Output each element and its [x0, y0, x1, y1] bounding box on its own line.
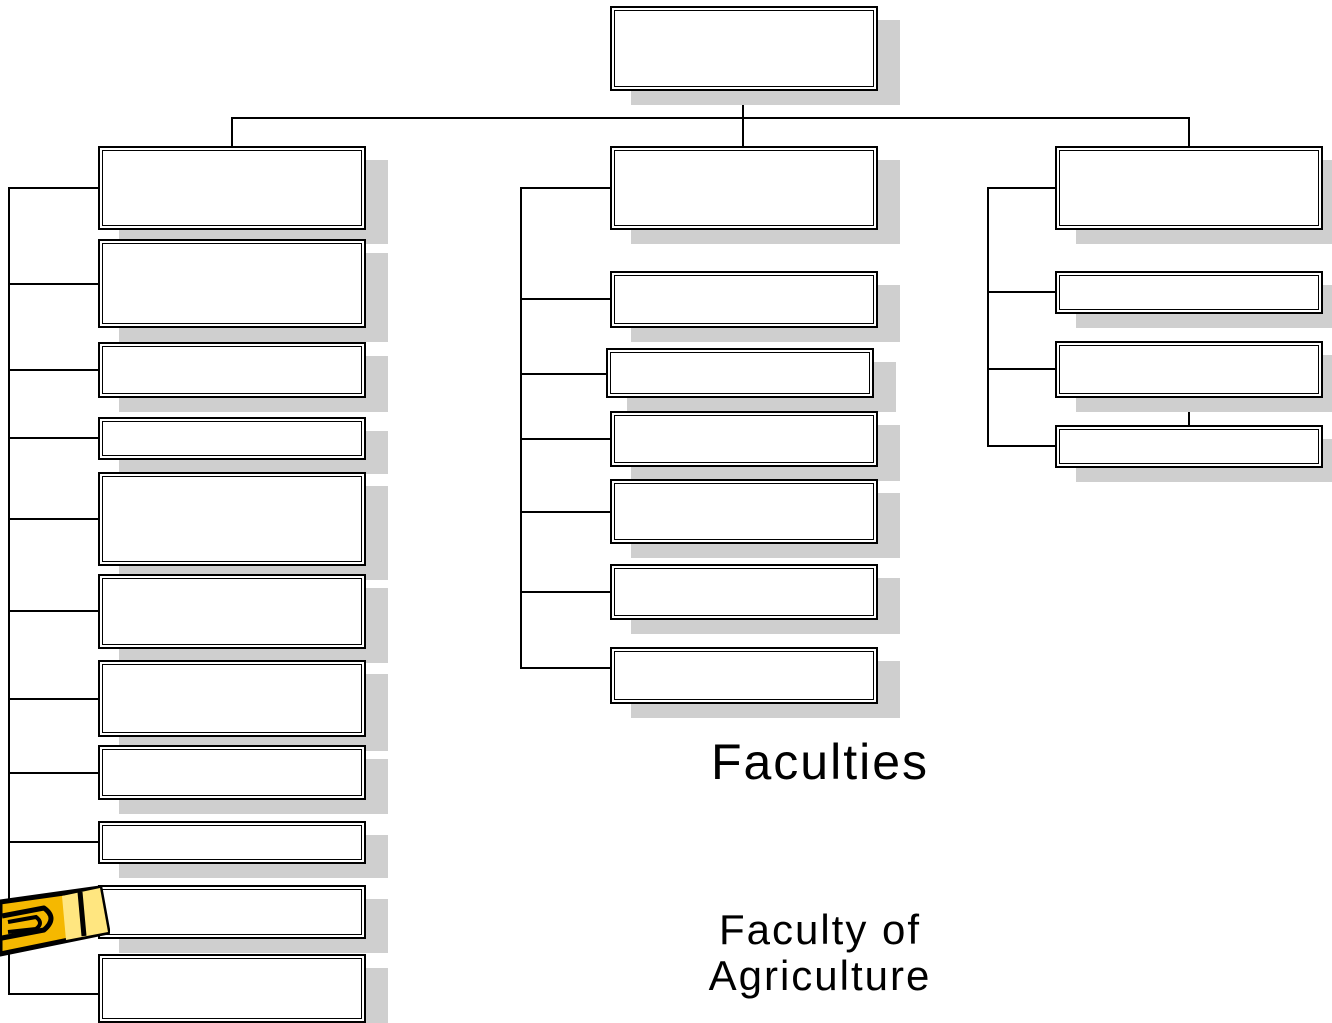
node — [98, 472, 366, 566]
node — [98, 954, 366, 1023]
node — [98, 342, 366, 398]
connector — [520, 187, 522, 669]
node — [98, 885, 366, 939]
node — [610, 647, 878, 704]
connector — [8, 437, 100, 439]
connector — [520, 373, 608, 375]
node — [98, 821, 366, 864]
connector — [520, 511, 612, 513]
node — [610, 564, 878, 620]
node — [98, 146, 366, 230]
connector — [987, 187, 989, 447]
node — [98, 239, 366, 328]
node — [1055, 271, 1323, 314]
connector — [231, 117, 1190, 119]
connector — [231, 117, 233, 147]
connector — [987, 368, 1057, 370]
connector — [987, 445, 1057, 447]
subheading-line-1: Faculty of — [718, 906, 922, 953]
connector — [8, 772, 100, 774]
pencil-icon — [0, 885, 110, 957]
diagram-subheading: Faculty of Agriculture — [600, 907, 1040, 999]
connector — [8, 841, 100, 843]
node — [98, 660, 366, 737]
node — [98, 417, 366, 460]
connector — [520, 591, 612, 593]
node — [98, 574, 366, 649]
connector — [8, 993, 100, 995]
connector — [987, 291, 1057, 293]
node — [610, 271, 878, 328]
connector — [8, 698, 100, 700]
connector — [987, 187, 1057, 189]
node — [1055, 341, 1323, 398]
node — [610, 411, 878, 467]
connector — [520, 187, 612, 189]
connector — [8, 187, 10, 995]
connector — [8, 187, 100, 189]
node — [1055, 146, 1323, 230]
connector — [520, 438, 612, 440]
node — [610, 146, 878, 230]
node — [1055, 425, 1323, 468]
connector — [8, 369, 100, 371]
connector — [8, 518, 100, 520]
subheading-line-2: Agriculture — [708, 952, 932, 999]
connector — [520, 667, 612, 669]
connector — [520, 298, 612, 300]
node — [98, 745, 366, 800]
connector — [8, 283, 100, 285]
connector — [1188, 117, 1190, 147]
node — [610, 479, 878, 544]
diagram-heading: Faculties — [710, 734, 930, 790]
node — [606, 348, 874, 398]
root-node — [610, 6, 878, 91]
connector — [8, 610, 100, 612]
